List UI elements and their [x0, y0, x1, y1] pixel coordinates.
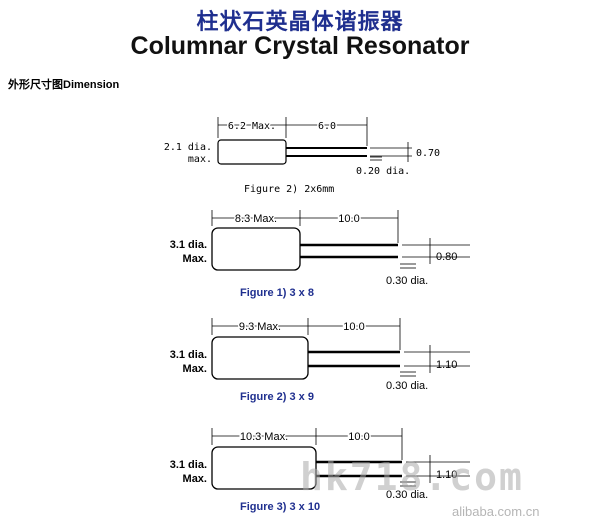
diameter-label-line2: max.	[188, 154, 212, 165]
lead-length-label: 6.0	[318, 121, 336, 132]
body-length-label: 9.3 Max.	[239, 321, 281, 333]
figure-2x6: 6.2 Max. 6.0 2.1 dia. max. 0.70 0.20 dia…	[164, 117, 440, 195]
pitch-label: 1.10	[436, 359, 457, 371]
diameter-label-line2: Max.	[183, 473, 207, 485]
figure-caption: Figure 2) 3 x 9	[240, 391, 314, 403]
page-title-english: Columnar Crystal Resonator	[130, 32, 470, 60]
lead-diameter-label: 0.20 dia.	[356, 166, 410, 177]
diameter-label-line1: 3.1 dia.	[170, 459, 207, 471]
page-title-chinese: 柱状石英晶体谐振器	[196, 9, 404, 35]
body-length-label: 10.3 Max.	[240, 431, 288, 443]
watermark-site: hk718.com	[300, 455, 524, 499]
crystal-body	[211, 336, 309, 380]
body-length-label: 8.3 Max.	[235, 213, 277, 225]
pitch-label: 0.70	[416, 148, 440, 159]
figure-caption: Figure 3) 3 x 10	[240, 501, 320, 513]
lead-diameter-label: 0.30 dia.	[386, 489, 428, 501]
lead-length-label: 10.0	[343, 321, 364, 333]
lead-diameter-label: 0.30 dia.	[386, 275, 428, 287]
diameter-label-line1: 2.1 dia.	[164, 142, 212, 153]
diameter-label-line1: 3.1 dia.	[170, 349, 207, 361]
diameter-label-line2: Max.	[183, 363, 207, 375]
lead-length-label: 10.0	[338, 213, 359, 225]
figure-3x10: 10.3 Max. 10.0 3.1 dia. Max. 1.10 0.30 d…	[170, 428, 470, 513]
body-length-label: 6.2 Max.	[228, 121, 276, 132]
diameter-label-line2: Max.	[183, 253, 207, 265]
pitch-label: 1.10	[436, 469, 457, 481]
figure-3x8: 8.3 Max. 10.0 3.1 dia. Max. 0.80 0.30 di…	[170, 210, 470, 299]
section-label-dimension: 外形尺寸图Dimension	[8, 79, 120, 91]
lead-length-label: 10.0	[348, 431, 369, 443]
crystal-body	[217, 139, 287, 165]
crystal-body	[211, 446, 317, 490]
crystal-body	[211, 227, 301, 271]
diameter-label-line1: 3.1 dia.	[170, 239, 207, 251]
figure-caption: Figure 2) 2x6mm	[244, 184, 334, 195]
figure-3x9: 9.3 Max. 10.0 3.1 dia. Max. 1.10 0.30 di…	[170, 318, 470, 403]
watermark-alibaba: alibaba.com.cn	[452, 504, 540, 519]
lead-diameter-label: 0.30 dia.	[386, 380, 428, 392]
pitch-label: 0.80	[436, 251, 457, 263]
figure-caption: Figure 1) 3 x 8	[240, 287, 314, 299]
